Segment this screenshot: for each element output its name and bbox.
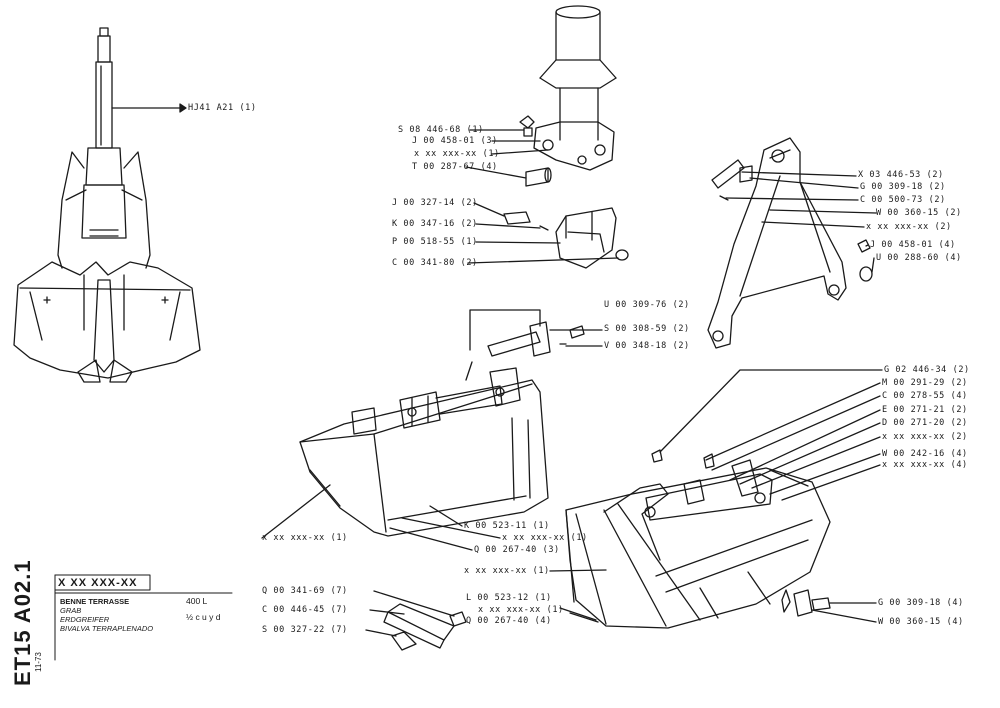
head-yoke-part	[533, 5, 617, 171]
bucket-half-lower	[565, 459, 831, 629]
vertical-doc-code: ET15 A02.1 11-73	[8, 522, 43, 686]
title-name-en: GRAB	[60, 606, 82, 615]
callout-label: W 00 360-15 (2)	[876, 208, 962, 218]
title-block-frame	[54, 574, 233, 661]
callout-label: G 00 309-18 (2)	[860, 182, 946, 192]
callout-label: C 00 446-45 (7)	[262, 605, 348, 615]
callout-label: J 00 327-14 (2)	[392, 198, 478, 208]
callout-label: x xx xxx-xx (1)	[502, 533, 588, 543]
callout-label: G 02 446-34 (2)	[884, 365, 970, 375]
callout-label: U 00 309-76 (2)	[604, 300, 690, 310]
callout-label: J 00 458-01 (4)	[870, 240, 956, 250]
callout-label: x xx xxx-xx (4)	[882, 460, 968, 470]
callout-label: x xx xxx-xx (1)	[414, 149, 500, 159]
callout-label: Q 00 267-40 (3)	[474, 545, 560, 555]
callout-label: G 00 309-18 (4)	[878, 598, 964, 608]
callout-label: K 00 347-16 (2)	[392, 219, 478, 229]
callout-label: P 00 518-55 (1)	[392, 237, 478, 247]
callout-label: x xx xxx-xx (1)	[464, 566, 550, 576]
callout-label: C 00 341-80 (2)	[392, 258, 478, 268]
callout-label: W 00 360-15 (4)	[878, 617, 964, 627]
callout-label: x xx xxx-xx (2)	[866, 222, 952, 232]
callout-label: L 00 523-12 (1)	[466, 593, 552, 603]
callout-hook: HJ41 A21 (1)	[188, 103, 257, 113]
callout-label: T 00 287-67 (4)	[412, 162, 498, 172]
title-name-es: BIVALVA TERRAPLENADO	[60, 624, 154, 633]
callout-label: C 00 500-73 (2)	[860, 195, 946, 205]
callout-label: U 00 288-60 (4)	[876, 253, 962, 263]
title-name-de: ERDGREIFER	[60, 615, 110, 624]
callout-label: S 00 327-22 (7)	[262, 625, 348, 635]
callout-label: Q 00 341-69 (7)	[262, 586, 348, 596]
callout-label: W 00 242-16 (4)	[882, 449, 968, 459]
bucket-half-upper	[299, 361, 549, 537]
callout-label: x xx xxx-xx (2)	[882, 432, 968, 442]
callout-label: M 00 291-29 (2)	[882, 378, 968, 388]
callout-label: x xx xxx-xx (1)	[262, 533, 348, 543]
callout-label: J 00 458-01 (3)	[412, 136, 498, 146]
arm-frame-part	[707, 137, 847, 349]
callout-label: S 00 308-59 (2)	[604, 324, 690, 334]
callout-label: D 00 271-20 (2)	[882, 418, 968, 428]
callout-label: C 00 278-55 (4)	[882, 391, 968, 401]
grab-assembly-view	[13, 27, 201, 383]
title-block-code: X XX XXX-XX	[58, 577, 138, 589]
callout-label: E 00 271-21 (2)	[882, 405, 968, 415]
capacity-value: 400 L	[186, 596, 208, 606]
doc-code: ET15 A02.1	[10, 559, 35, 686]
title-name-fr: BENNE TERRASSE	[60, 597, 130, 606]
callout-label: K 00 523-11 (1)	[464, 521, 550, 531]
callout-label: V 00 348-18 (2)	[604, 341, 690, 351]
callout-label: Q 00 267-40 (4)	[466, 616, 552, 626]
doc-date: 11-73	[34, 652, 43, 672]
callout-label: X 03 446-53 (2)	[858, 170, 944, 180]
capacity-imperial: ½ c u y d	[186, 612, 221, 622]
callout-label: S 08 446-68 (1)	[398, 125, 484, 135]
callout-label: x xx xxx-xx (1)	[478, 605, 564, 615]
